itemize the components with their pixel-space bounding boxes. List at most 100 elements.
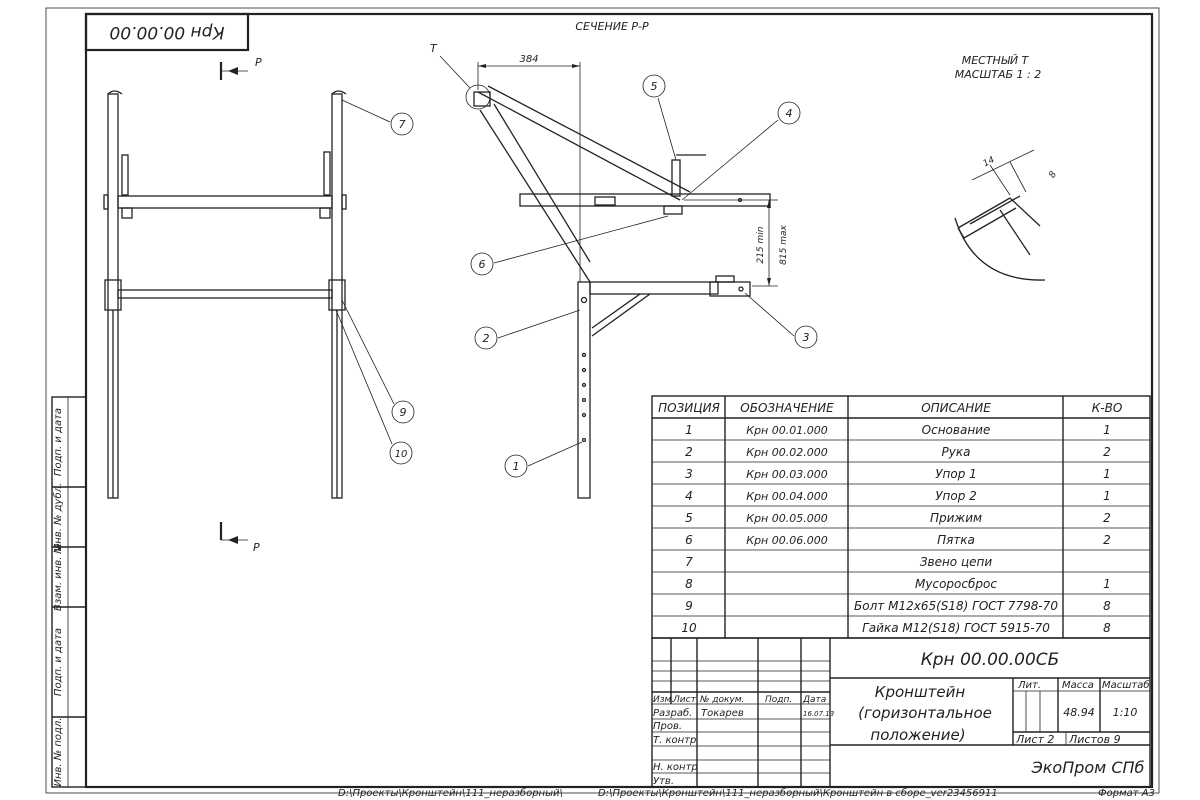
callout-2: 2 [474, 309, 581, 350]
svg-text:10: 10 [395, 449, 408, 460]
detail-title-line1: МЕСТНЫЙ Т [962, 54, 1030, 67]
spec-header-code: ОБОЗНАЧЕНИЕ [740, 401, 834, 415]
outer-frame [45, 7, 1160, 794]
company-name: ЭкоПром СПб [1031, 758, 1145, 777]
front-view [103, 90, 347, 499]
dimension-min-value: 215 min [756, 226, 766, 263]
col-sign: Подп. [765, 695, 792, 705]
spec-cell-pos: 5 [685, 511, 693, 525]
spec-header-pos: ПОЗИЦИЯ [658, 401, 720, 415]
svg-text:7: 7 [399, 118, 406, 131]
spec-row: 7 Звено цепи [685, 555, 992, 569]
col-doc: № докум. [699, 695, 744, 705]
footer-format: Формат А3 [1098, 788, 1155, 799]
doc-name-line2: (горизонтальное [858, 704, 992, 722]
spec-cell-qty: 1 [1103, 423, 1111, 437]
rotated-code: Крн 00.00.00 [109, 22, 224, 42]
spec-cell-pos: 10 [681, 621, 697, 635]
svg-text:4: 4 [786, 107, 793, 120]
spec-cell-desc: Основание [922, 423, 991, 437]
spec-header-qty: К-ВО [1092, 401, 1123, 415]
callout-3: 3 [744, 292, 818, 349]
callout-9: 9 [341, 299, 415, 424]
razrab-name: Токарев [701, 708, 744, 719]
label-massa: Масса [1062, 680, 1094, 691]
callout-5: 5 [642, 74, 677, 161]
dimension-detail-b: 8 [1048, 170, 1060, 180]
spec-cell-desc: Прижим [930, 511, 982, 525]
razrab-date: 16.07.13 [803, 710, 834, 718]
spec-cell-desc: Упор 1 [935, 467, 977, 481]
spec-header-desc: ОПИСАНИЕ [921, 401, 991, 415]
spec-cell-code: Крн 00.03.000 [746, 468, 827, 481]
svg-text:9: 9 [400, 406, 407, 419]
spec-cell-qty: 1 [1103, 577, 1111, 591]
callout-6: 6 [470, 215, 669, 276]
spec-cell-pos: 7 [685, 555, 693, 569]
label-n-kontr: Н. контр [653, 762, 698, 773]
svg-text:3: 3 [803, 331, 810, 344]
section-marker-bottom: Р [219, 522, 260, 554]
section-letter-top: Р [255, 56, 262, 69]
sheet-number: Лист 2 [1015, 733, 1054, 746]
spec-cell-desc: Пятка [937, 533, 975, 547]
spec-row: 10 Гайка М12(S18) ГОСТ 5915-70 8 [681, 621, 1111, 635]
label-utv: Утв. [653, 776, 674, 787]
spec-cell-pos: 4 [685, 489, 693, 503]
spec-cell-desc: Мусоросброс [915, 577, 997, 591]
side-label-sign-date-1: Подп. и дата [53, 408, 64, 476]
spec-cell-pos: 3 [685, 467, 693, 481]
detail-view [954, 149, 1046, 281]
svg-text:1: 1 [513, 460, 520, 473]
col-izm: Изм. [653, 695, 674, 705]
callout-7: 7 [341, 99, 414, 136]
spec-cell-code: Крн 00.01.000 [746, 424, 827, 437]
dimension-detail-a: 14 [982, 155, 997, 169]
callout-10: 10 [335, 309, 413, 465]
spec-cell-code: Крн 00.02.000 [746, 446, 827, 459]
dimension-height: 215 min 815 max [684, 199, 789, 287]
detail-title-line2: МАСШТАБ 1 : 2 [955, 68, 1041, 81]
spec-row: 1 Крн 00.01.000 Основание 1 [685, 423, 1111, 437]
spec-cell-desc: Гайка М12(S18) ГОСТ 5915-70 [862, 621, 1050, 635]
spec-cell-code: Крн 00.06.000 [746, 534, 827, 547]
spec-cell-qty: 8 [1103, 621, 1111, 635]
label-razrab: Разраб. [653, 707, 692, 719]
section-title: СЕЧЕНИЕ Р-Р [575, 20, 649, 33]
dimension-max-value: 815 max [779, 225, 789, 265]
spec-cell-desc: Упор 2 [935, 489, 977, 503]
dimension-width-value: 384 [519, 54, 538, 65]
spec-cell-desc: Звено цепи [920, 555, 993, 569]
detail-marker-letter: Т [430, 42, 438, 55]
spec-row: 5 Крн 00.05.000 Прижим 2 [685, 511, 1111, 525]
label-prov: Пров. [653, 721, 682, 732]
spec-cell-desc: Болт М12х65(S18) ГОСТ 7798-70 [854, 599, 1058, 613]
mass-value: 48.94 [1063, 706, 1095, 719]
spec-cell-pos: 2 [685, 445, 693, 459]
sheet-count: Листов 9 [1068, 733, 1121, 746]
col-list: Лист [672, 695, 697, 705]
detail-marker: Т [430, 42, 491, 110]
doc-name-line3: положение) [870, 726, 965, 744]
side-label-repl-inv: Взам. инв. № [53, 543, 64, 611]
spec-cell-qty: 2 [1103, 533, 1111, 547]
spec-cell-qty: 2 [1103, 511, 1111, 525]
spec-cell-pos: 1 [685, 423, 693, 437]
side-label-orig-inv: Инв. № подл. [53, 718, 64, 787]
spec-header-row: ПОЗИЦИЯ ОБОЗНАЧЕНИЕ ОПИСАНИЕ К-ВО [658, 401, 1122, 415]
side-strip: Подп. и дата Инв. № дубл. Взам. инв. № П… [51, 396, 87, 788]
spec-cell-qty: 1 [1103, 489, 1111, 503]
spec-cell-code: Крн 00.05.000 [746, 512, 827, 525]
side-label-dup-inv: Инв. № дубл. [52, 483, 64, 551]
svg-text:2: 2 [483, 332, 490, 345]
spec-cell-pos: 9 [685, 599, 693, 613]
spec-cell-qty: 2 [1103, 445, 1111, 459]
rotated-code-box: Крн 00.00.00 [84, 12, 250, 52]
